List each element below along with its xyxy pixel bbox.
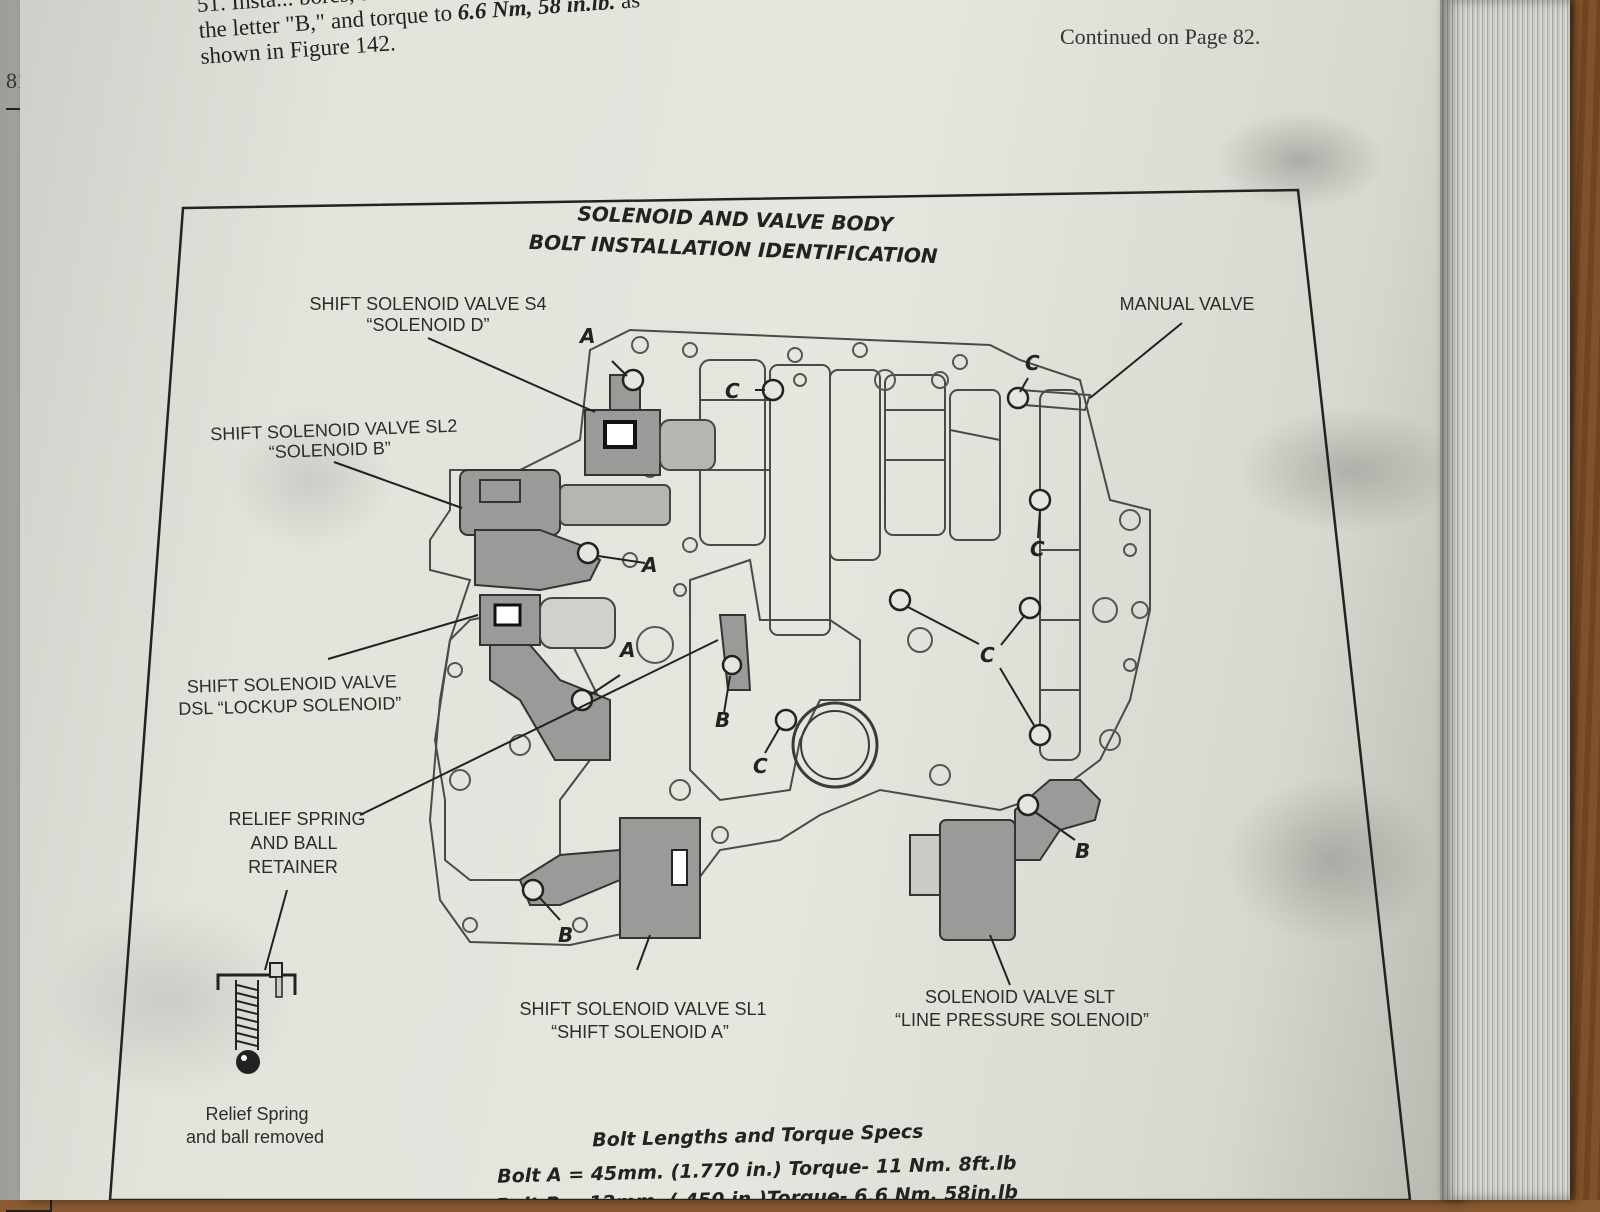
bolt-letter-c-2: C: [1025, 351, 1040, 375]
bolt-letter-a-2: A: [640, 553, 657, 577]
bolt-letter-c-5: C: [753, 754, 768, 778]
plate-holes: [447, 336, 1149, 933]
label-sl2-line-2: “SOLENOID B”: [268, 438, 391, 462]
label-relief-line-3: RETAINER: [248, 857, 338, 877]
label-relief-line-2: AND BALL: [250, 833, 337, 853]
label-slt-line-2: “LINE PRESSURE SOLENOID”: [895, 1010, 1149, 1030]
pressure-port-inner: [800, 710, 870, 780]
continued-note: Continued on Page 82.: [1060, 24, 1261, 49]
bolt-letter-b-3: B: [1075, 839, 1090, 863]
solenoid-slt: [909, 779, 1102, 941]
pressure-port: [791, 701, 879, 789]
label-removed-line-1: Relief Spring: [205, 1104, 308, 1124]
label-relief-line-1: RELIEF SPRING: [228, 809, 365, 829]
label-sl1-line-2: “SHIFT SOLENOID A”: [551, 1022, 729, 1042]
bolt-letter-c-3: C: [1030, 537, 1045, 561]
solenoid-s4: [584, 374, 716, 476]
label-slt-line-1: SOLENOID VALVE SLT: [925, 987, 1115, 1007]
figure-title-line-1: SOLENOID AND VALVE BODY: [577, 202, 896, 237]
solenoid-sl2: [459, 469, 671, 592]
bolt-letter-c-4: C: [980, 643, 995, 667]
label-s4-line-2: “SOLENOID D”: [366, 315, 489, 335]
specs-heading: Bolt Lengths and Torque Specs: [592, 1121, 924, 1152]
solenoid-sl1: [518, 817, 701, 939]
bolt-letter-c-1: C: [725, 379, 740, 403]
bolts: [521, 368, 1052, 902]
bolt-letter-b-2: B: [558, 923, 573, 947]
relief-spring-icon: [216, 889, 297, 1074]
label-dsl-line-1: SHIFT SOLENOID VALVE: [187, 671, 398, 696]
label-manual-valve: MANUAL VALVE: [1120, 294, 1255, 314]
solenoid-dsl: [479, 594, 616, 761]
label-s4-line-1: SHIFT SOLENOID VALVE S4: [309, 294, 546, 314]
bolt-letter-b-1: B: [715, 708, 730, 732]
label-removed-line-2: and ball removed: [186, 1127, 324, 1147]
label-dsl-line-2: DSL “LOCKUP SOLENOID”: [178, 693, 402, 719]
relief-retainer: [718, 614, 752, 691]
figure-frame: [108, 188, 1412, 1200]
bolt-letter-a-1: A: [578, 324, 595, 348]
label-sl1-line-1: SHIFT SOLENOID VALVE SL1: [519, 999, 766, 1019]
leader-lines: [327, 322, 1183, 986]
book-page-edges: [1440, 0, 1570, 1200]
bolt-letter-a-3: A: [618, 638, 635, 662]
